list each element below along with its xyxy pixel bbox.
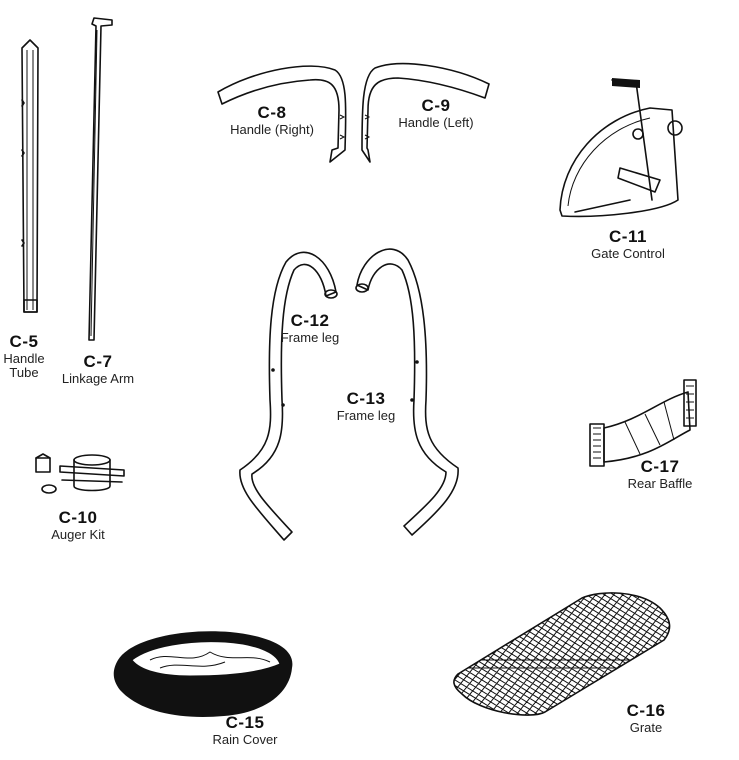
part-c15: C-15 Rain Cover bbox=[205, 713, 285, 747]
rear-baffle-drawing bbox=[589, 379, 697, 467]
part-name: Rear Baffle bbox=[627, 475, 693, 491]
handle-tube-drawing bbox=[21, 39, 39, 313]
frame-leg-12-drawing bbox=[239, 251, 338, 541]
part-c7: C-7 Linkage Arm bbox=[54, 352, 142, 386]
part-code: C-7 bbox=[83, 352, 113, 371]
part-name: Gate Control bbox=[591, 245, 665, 261]
part-c5: C-5 Handle Tube bbox=[0, 332, 48, 381]
part-c11: C-11 Gate Control bbox=[582, 227, 674, 261]
part-c17: C-17 Rear Baffle bbox=[618, 457, 702, 491]
part-c8: C-8 Handle (Right) bbox=[222, 103, 322, 137]
part-name: Linkage Arm bbox=[61, 370, 135, 386]
part-code: C-15 bbox=[225, 713, 265, 732]
part-code: C-12 bbox=[290, 311, 330, 330]
handle-left-drawing bbox=[361, 62, 490, 163]
part-c10: C-10 Auger Kit bbox=[38, 508, 118, 542]
part-code: C-13 bbox=[346, 389, 386, 408]
part-name: Handle (Right) bbox=[230, 121, 314, 137]
part-name: Tube bbox=[9, 365, 39, 381]
part-c16: C-16 Grate bbox=[614, 701, 678, 735]
part-code: C-11 bbox=[609, 227, 647, 246]
gate-control-drawing bbox=[559, 78, 683, 218]
part-code: C-16 bbox=[626, 701, 666, 720]
rain-cover-drawing bbox=[113, 631, 293, 717]
part-c9: C-9 Handle (Left) bbox=[390, 96, 482, 130]
part-name: Frame leg bbox=[336, 407, 396, 423]
part-name: Grate bbox=[629, 719, 663, 735]
part-code: C-8 bbox=[257, 103, 287, 122]
handle-right-drawing bbox=[217, 65, 347, 163]
part-name: Handle (Left) bbox=[398, 114, 474, 130]
part-code: C-17 bbox=[640, 457, 680, 476]
part-c13: C-13 Frame leg bbox=[330, 389, 402, 423]
part-name: Handle bbox=[3, 350, 45, 366]
part-code: C-10 bbox=[58, 508, 98, 527]
part-name: Rain Cover bbox=[212, 731, 278, 747]
part-name: Auger Kit bbox=[51, 526, 105, 542]
part-code: C-5 bbox=[9, 332, 39, 351]
frame-leg-13-drawing bbox=[355, 248, 459, 536]
linkage-arm-drawing bbox=[88, 17, 113, 341]
part-c12: C-12 Frame leg bbox=[274, 311, 346, 345]
part-code: C-9 bbox=[421, 96, 451, 115]
auger-kit-drawing bbox=[35, 453, 125, 494]
part-name: Frame leg bbox=[280, 329, 340, 345]
